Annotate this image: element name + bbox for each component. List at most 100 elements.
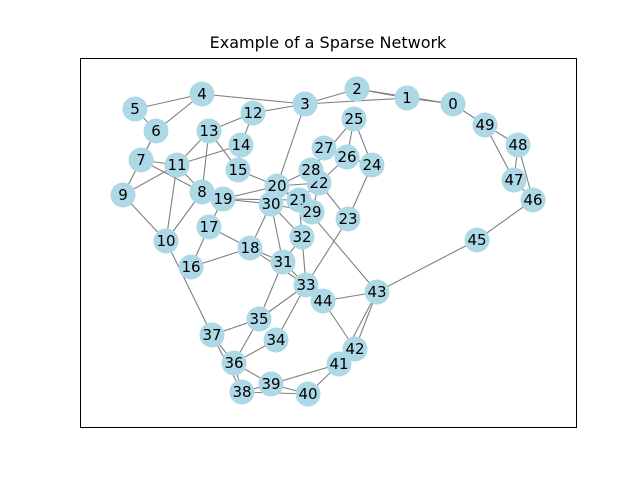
node-circle: [258, 371, 284, 397]
node-circle: [263, 327, 289, 353]
node-label: 49: [475, 116, 494, 134]
node-circle: [293, 272, 319, 298]
node-circle: [189, 179, 215, 205]
node-label: 13: [199, 122, 218, 140]
node-circle: [344, 76, 370, 102]
node-45: 45: [464, 227, 490, 253]
node-46: 46: [520, 187, 546, 213]
node-17: 17: [196, 214, 222, 240]
node-1: 1: [394, 85, 420, 111]
node-label: 27: [314, 139, 333, 157]
node-circle: [501, 167, 527, 193]
node-label: 2: [352, 80, 362, 98]
node-label: 29: [302, 203, 321, 221]
node-label: 37: [202, 326, 221, 344]
node-label: 47: [504, 171, 523, 189]
node-circle: [464, 227, 490, 253]
node-30: 30: [258, 191, 284, 217]
edge-3-4: [201, 93, 306, 105]
node-25: 25: [341, 106, 367, 132]
node-label: 16: [181, 258, 200, 276]
node-14: 14: [228, 132, 254, 158]
node-label: 1: [402, 89, 412, 107]
node-circle: [341, 106, 367, 132]
node-label: 33: [296, 276, 315, 294]
node-label: 6: [151, 122, 161, 140]
node-circle: [143, 118, 169, 144]
node-circle: [289, 224, 315, 250]
node-label: 23: [338, 210, 357, 228]
edge-3-20: [276, 103, 306, 187]
node-12: 12: [240, 100, 266, 126]
node-label: 17: [199, 218, 218, 236]
node-32: 32: [289, 224, 315, 250]
node-circle: [210, 186, 236, 212]
node-0: 0: [440, 91, 466, 117]
node-label: 5: [130, 100, 140, 118]
node-37: 37: [199, 322, 225, 348]
node-8: 8: [189, 179, 215, 205]
node-label: 12: [243, 104, 262, 122]
node-circle: [228, 132, 254, 158]
node-circle: [122, 96, 148, 122]
node-circle: [229, 379, 255, 405]
plot-frame: [80, 58, 577, 428]
node-label: 41: [329, 355, 348, 373]
node-circle: [196, 118, 222, 144]
node-label: 3: [300, 95, 310, 113]
node-18: 18: [237, 235, 263, 261]
node-circle: [153, 228, 179, 254]
node-circle: [128, 147, 154, 173]
node-circle: [295, 381, 321, 407]
node-31: 31: [270, 249, 296, 275]
node-19: 19: [210, 186, 236, 212]
node-label: 30: [261, 195, 280, 213]
node-circle: [359, 152, 385, 178]
node-label: 34: [266, 331, 285, 349]
node-label: 0: [448, 95, 458, 113]
node-29: 29: [299, 199, 325, 225]
node-label: 20: [267, 177, 286, 195]
node-label: 28: [301, 161, 320, 179]
node-label: 42: [345, 340, 364, 358]
node-6: 6: [143, 118, 169, 144]
node-label: 48: [508, 136, 527, 154]
node-9: 9: [110, 182, 136, 208]
node-23: 23: [335, 206, 361, 232]
node-circle: [110, 182, 136, 208]
node-2: 2: [344, 76, 370, 102]
node-47: 47: [501, 167, 527, 193]
node-28: 28: [298, 157, 324, 183]
node-label: 11: [167, 156, 186, 174]
node-48: 48: [505, 132, 531, 158]
node-label: 31: [273, 253, 292, 271]
node-33: 33: [293, 272, 319, 298]
node-circle: [326, 351, 352, 377]
node-circle: [237, 235, 263, 261]
node-label: 24: [362, 156, 381, 174]
node-label: 18: [240, 239, 259, 257]
node-circle: [196, 214, 222, 240]
node-label: 39: [261, 375, 280, 393]
node-40: 40: [295, 381, 321, 407]
node-circle: [310, 288, 336, 314]
node-circle: [225, 157, 251, 183]
node-label: 25: [344, 110, 363, 128]
node-circle: [258, 191, 284, 217]
node-label: 32: [292, 228, 311, 246]
node-label: 4: [197, 85, 207, 103]
node-43: 43: [364, 279, 390, 305]
edge-43-45: [376, 239, 478, 293]
node-42: 42: [342, 336, 368, 362]
node-circle: [164, 152, 190, 178]
node-circle: [335, 206, 361, 232]
node-39: 39: [258, 371, 284, 397]
node-label: 40: [298, 385, 317, 403]
node-circle: [221, 350, 247, 376]
node-label: 14: [231, 136, 250, 154]
edge-11-10: [165, 164, 178, 242]
node-circle: [334, 144, 360, 170]
node-27: 27: [311, 135, 337, 161]
